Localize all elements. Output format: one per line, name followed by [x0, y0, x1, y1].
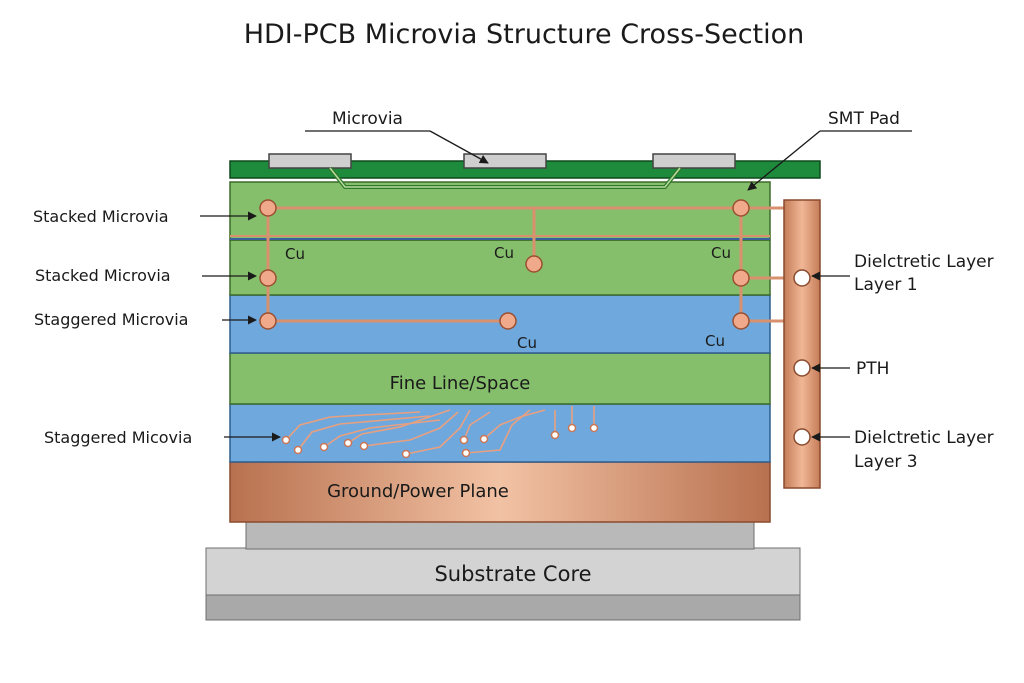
fine-line-traces: [285, 406, 595, 455]
fine-line-pads: [281, 423, 599, 459]
pth-hole-2: [793, 359, 811, 377]
pth-hole-1: [793, 269, 811, 287]
cu-label-1: Cu: [285, 245, 305, 263]
smt-pad-left: [268, 153, 352, 169]
stacked-microvia-label-2: Stacked Microvia: [35, 266, 171, 285]
microvias: [259, 199, 750, 330]
smt-pad-callout-arrow: [747, 130, 821, 191]
diagram-title: HDI-PCB Microvia Structure Cross-Section: [244, 19, 805, 50]
dielectric-layer-green-fine: [229, 352, 771, 405]
microvia-label: Microvia: [332, 109, 403, 129]
cu-label-2: Cu: [494, 244, 514, 262]
pth-label: PTH: [856, 359, 889, 379]
cu-label-5: Cu: [705, 332, 725, 350]
smt-pad-label: SMT Pad: [828, 109, 900, 129]
dielectric-layer-green-1: [229, 181, 771, 241]
dielectric-layer-1-label-line1: Dielctretic Layer: [854, 252, 994, 272]
cu-label-3: Cu: [711, 244, 731, 262]
substrate-top-step: [245, 519, 755, 550]
substrate-bottom: [205, 592, 801, 621]
stacked-microvia-label-1: Stacked Microvia: [33, 207, 169, 226]
ground-plane-label: Ground/Power Plane: [327, 481, 509, 502]
ground-power-plane: [229, 461, 771, 523]
microvia-callout-arrow: [429, 130, 489, 164]
copper-traces: [266, 206, 790, 323]
dielectric-layer-1-label-line2: Layer 1: [854, 275, 918, 295]
dielectric-layer-3-label-line2: Layer 3: [854, 452, 918, 472]
smt-pad-right: [652, 153, 736, 169]
fine-line-label: Fine Line/Space: [390, 373, 531, 394]
dielectric-layer-green-2: [229, 239, 771, 296]
dielectric-layer-3-label-line1: Dielctretic Layer: [854, 428, 994, 448]
staggered-microvia-label-1: Staggered Microvia: [34, 310, 188, 329]
substrate-label: Substrate Core: [434, 562, 591, 586]
staggered-microvia-label-2: Staggered Micovia: [44, 428, 192, 447]
cu-label-4: Cu: [517, 334, 537, 352]
pth-hole-3: [793, 428, 811, 446]
substrate-core: [205, 547, 801, 596]
